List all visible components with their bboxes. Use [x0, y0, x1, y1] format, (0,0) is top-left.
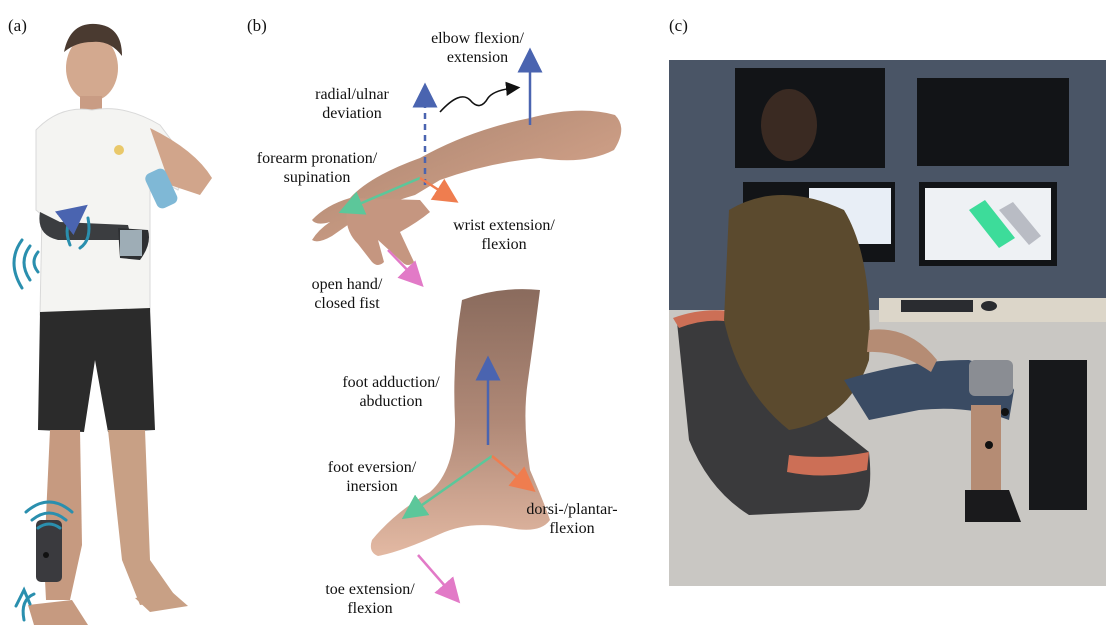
hand: [346, 198, 430, 265]
label-forearm-pronation: forearm pronation/supination: [242, 149, 392, 187]
wireless-icon-arm: [14, 240, 38, 288]
leg-sensor-band: [36, 520, 62, 582]
lab-photo: [669, 60, 1106, 586]
label-foot-adduction: foot adduction/abduction: [326, 373, 456, 411]
pc-tower: [1029, 360, 1087, 510]
connector-squiggle: [440, 88, 514, 112]
label-wrist: wrist extension/flexion: [434, 216, 574, 254]
shirt-logo: [114, 145, 124, 155]
right-leg: [108, 430, 178, 605]
label-foot-eversion: foot eversion/inersion: [312, 458, 432, 496]
left-foot: [28, 600, 88, 625]
person-figure: [28, 24, 212, 625]
label-elbow: elbow flexion/extension: [410, 29, 545, 67]
label-dorsi-plantar: dorsi-/plantar-flexion: [512, 500, 632, 538]
monitor-top-right: [917, 78, 1069, 166]
cup: [120, 230, 142, 256]
shorts: [38, 308, 155, 432]
knee-sleeve: [969, 360, 1013, 396]
person-head: [761, 89, 817, 161]
label-toe: toe extension/flexion: [310, 580, 430, 618]
label-hand: open hand/closed fist: [292, 275, 402, 313]
keyboard: [901, 300, 973, 312]
